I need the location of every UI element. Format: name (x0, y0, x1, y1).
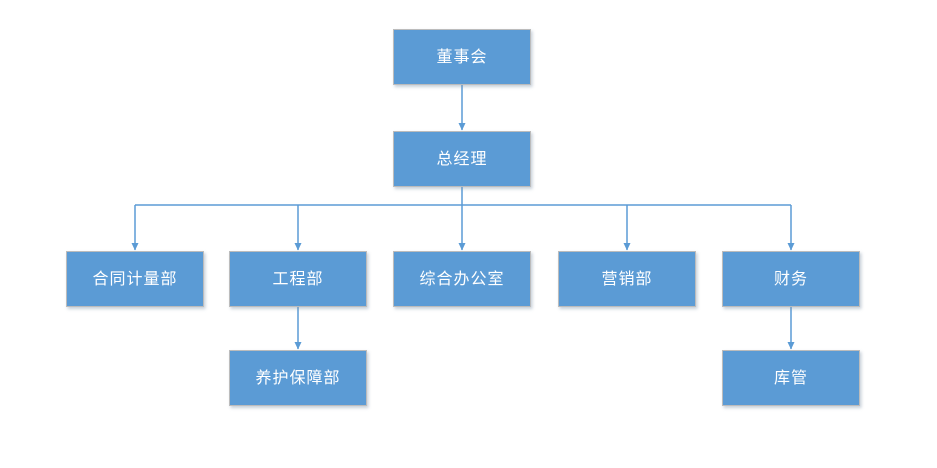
node-label: 合同计量部 (92, 269, 178, 288)
org-node-marketing-dept[interactable]: 营销部 (558, 251, 696, 307)
org-node-general-office[interactable]: 综合办公室 (393, 251, 531, 307)
org-node-contract-measurement-dept[interactable]: 合同计量部 (66, 251, 204, 307)
org-node-warehouse[interactable]: 库管 (722, 350, 860, 406)
org-node-maintenance-support-dept[interactable]: 养护保障部 (229, 350, 367, 406)
node-label: 董事会 (436, 47, 488, 66)
org-node-board-of-directors[interactable]: 董事会 (393, 29, 531, 85)
node-label: 财务 (773, 269, 808, 288)
node-label: 综合办公室 (419, 269, 505, 288)
node-label: 养护保障部 (255, 368, 341, 387)
node-label: 总经理 (436, 149, 488, 168)
org-node-engineering-dept[interactable]: 工程部 (229, 251, 367, 307)
node-label: 营销部 (601, 269, 653, 288)
org-node-finance[interactable]: 财务 (722, 251, 860, 307)
node-label: 库管 (773, 368, 808, 387)
org-node-general-manager[interactable]: 总经理 (393, 131, 531, 187)
node-label: 工程部 (272, 269, 324, 288)
